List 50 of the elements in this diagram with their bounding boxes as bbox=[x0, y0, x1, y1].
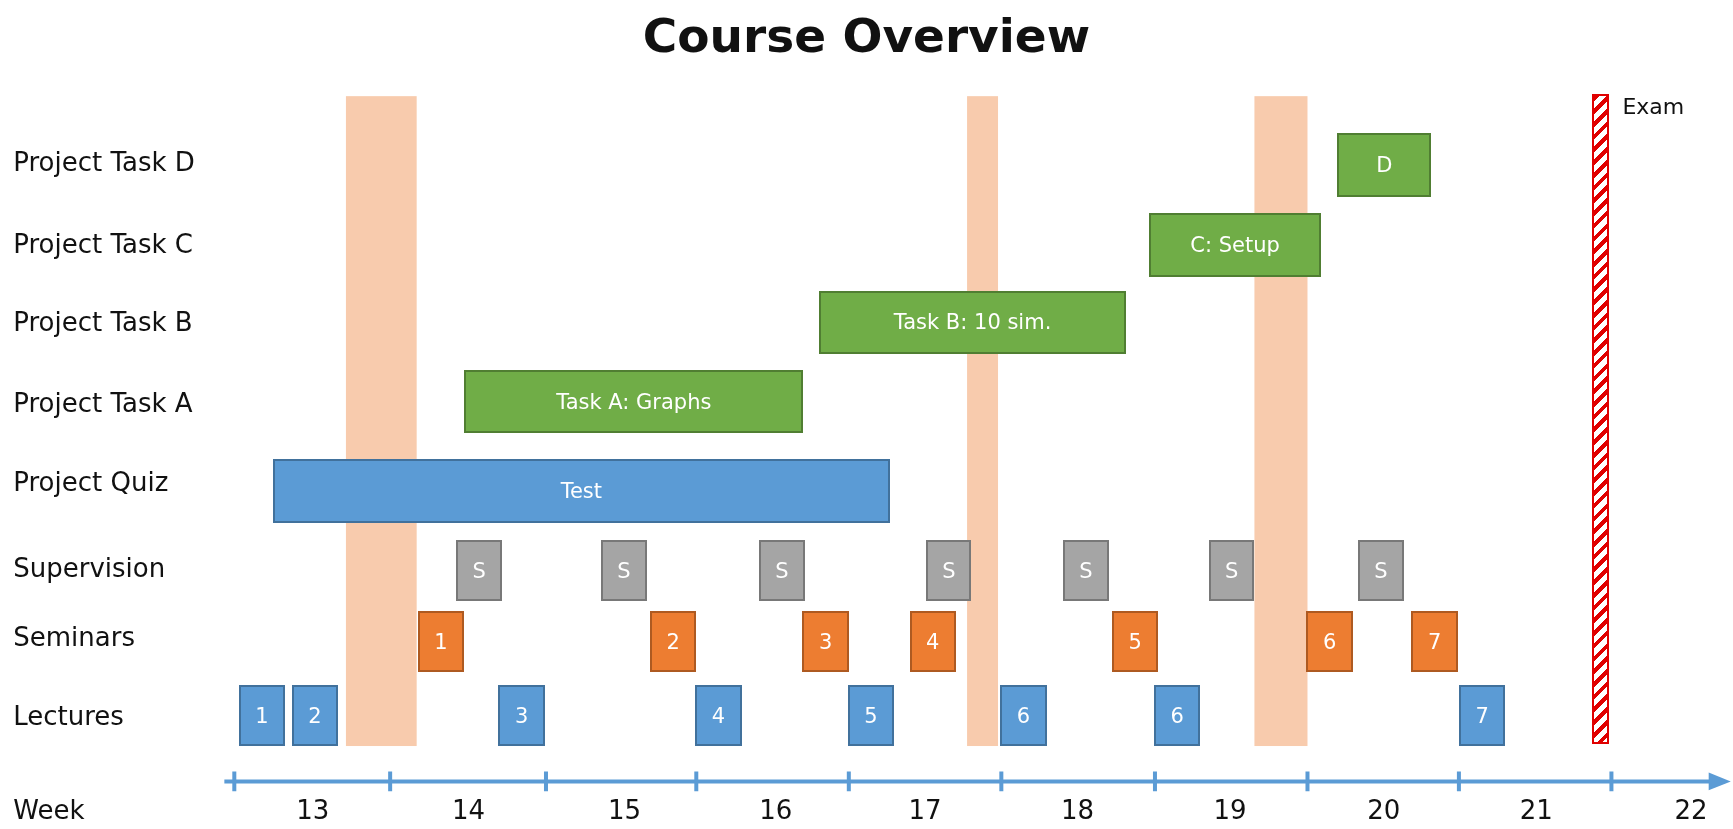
seminar-box: 2 bbox=[649, 611, 697, 672]
seminar-box: 4 bbox=[909, 611, 956, 672]
seminar-box: 1 bbox=[417, 611, 465, 672]
exam-label: Exam bbox=[1622, 93, 1685, 119]
week-number: 19 bbox=[1213, 795, 1247, 826]
lecture-box: 3 bbox=[498, 685, 545, 746]
supervision-box: S bbox=[926, 540, 972, 602]
lecture-box: 4 bbox=[695, 685, 742, 746]
supervision-box: S bbox=[759, 540, 805, 602]
quiz-bar: Test bbox=[273, 458, 890, 523]
week-number: 15 bbox=[607, 795, 641, 826]
seminar-box: 6 bbox=[1306, 611, 1353, 672]
task-bar: Task B: 10 sim. bbox=[818, 290, 1127, 354]
lecture-box: 6 bbox=[1153, 685, 1201, 746]
break-band bbox=[967, 96, 998, 747]
supervision-box: S bbox=[1358, 540, 1404, 602]
task-bar: C: Setup bbox=[1149, 213, 1321, 278]
week-number: 17 bbox=[908, 795, 942, 826]
row-label: Seminars bbox=[13, 621, 135, 652]
title: Course Overview bbox=[641, 8, 1092, 63]
supervision-box: S bbox=[1063, 540, 1109, 602]
supervision-box: S bbox=[456, 540, 502, 602]
row-label: Project Task D bbox=[13, 146, 195, 177]
week-number: 20 bbox=[1367, 795, 1401, 826]
lecture-box: 5 bbox=[847, 685, 895, 746]
task-bar: D bbox=[1337, 132, 1432, 197]
row-label: Project Quiz bbox=[13, 467, 169, 498]
lecture-box: 1 bbox=[238, 685, 286, 746]
supervision-box: S bbox=[1209, 540, 1255, 602]
break-band bbox=[345, 96, 417, 747]
row-label: Project Task C bbox=[13, 229, 193, 260]
lecture-box: 6 bbox=[1000, 685, 1047, 746]
seminar-box: 3 bbox=[802, 611, 849, 672]
lecture-box: 2 bbox=[291, 685, 339, 746]
row-label: Lectures bbox=[13, 701, 124, 732]
week-number: 18 bbox=[1061, 795, 1095, 826]
row-label: Supervision bbox=[13, 553, 166, 584]
supervision-box: S bbox=[601, 540, 647, 602]
week-number: 22 bbox=[1674, 795, 1708, 826]
week-number: 14 bbox=[452, 795, 486, 826]
week-number: 13 bbox=[296, 795, 330, 826]
seminar-box: 5 bbox=[1111, 611, 1159, 672]
week-number: 16 bbox=[759, 795, 793, 826]
seminar-box: 7 bbox=[1411, 611, 1458, 672]
lecture-box: 7 bbox=[1458, 685, 1506, 746]
row-label: Project Task B bbox=[13, 306, 193, 337]
week-number: 21 bbox=[1519, 795, 1553, 826]
axis-title: Week bbox=[13, 795, 85, 826]
row-label: Project Task A bbox=[13, 387, 193, 418]
task-bar: Task A: Graphs bbox=[464, 370, 804, 434]
